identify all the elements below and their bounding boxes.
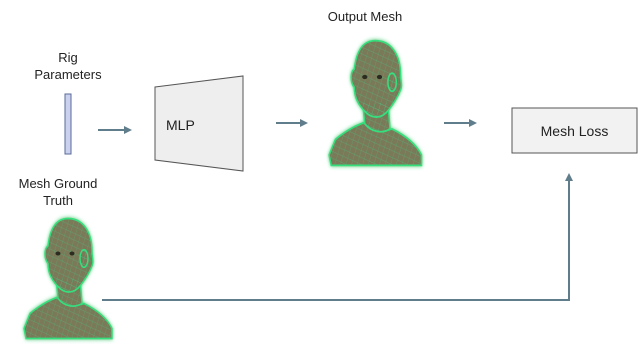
ground-truth-label-line2: Truth [43,193,73,208]
ground-truth-mesh-icon [23,217,113,340]
rig-parameters-bar [64,93,72,155]
mlp-block [154,75,244,172]
ground-truth-label-line1: Mesh Ground [19,176,98,191]
mlp-label: MLP [166,117,195,133]
mesh-loss-label: Mesh Loss [541,123,609,139]
rig-parameters-label-line2: Parameters [34,67,102,82]
output-mesh-label: Output Mesh [328,9,402,24]
rig-parameters-label-line1: Rig [58,50,78,65]
arrow-ground-truth-to-loss [102,173,573,301]
output-mesh-icon [328,39,423,167]
mesh-loss-box [511,107,638,154]
